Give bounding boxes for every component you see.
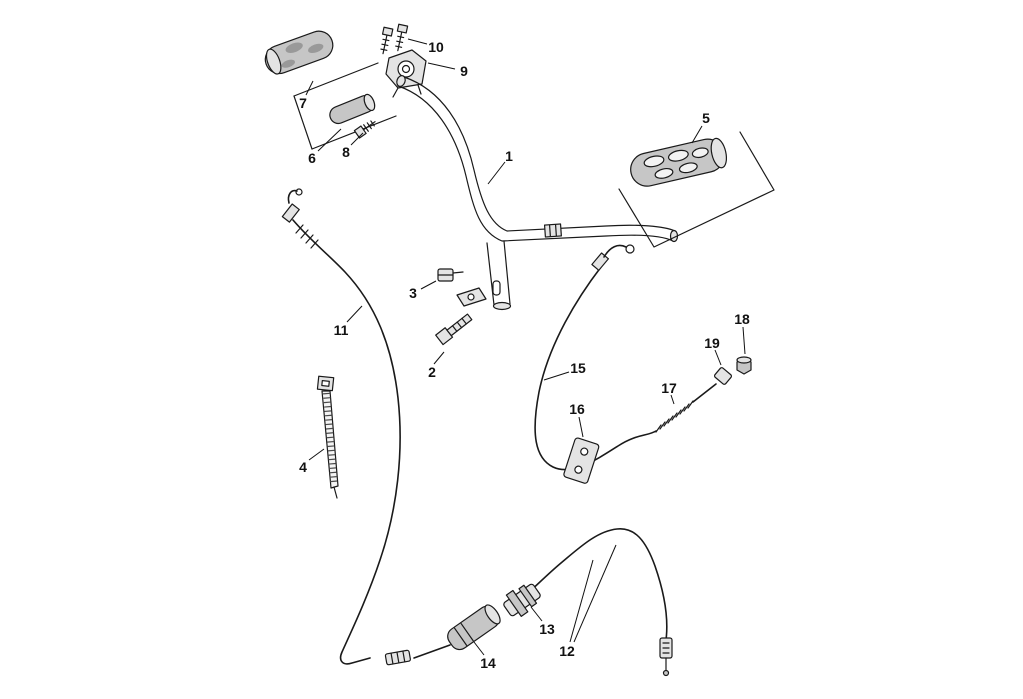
leader-line-part-2 [433,351,445,365]
cable-12 [384,528,673,677]
part-label-8: 8 [342,144,350,160]
leader-line-part-15 [543,371,570,381]
leader-line-part-7 [305,80,314,96]
screws-10 [380,23,409,55]
part-label-2: 2 [428,364,436,380]
adjuster-13 [503,583,541,617]
cable-11 [281,188,401,665]
handlebar [396,75,679,311]
part-label-10: 10 [428,39,444,55]
clamp-3 [437,268,464,282]
spring-17 [655,383,717,433]
part-label-7: 7 [299,95,307,111]
leader-line-part-3 [420,280,437,290]
part-label-16: 16 [569,401,585,417]
leader-line-part-17 [670,394,675,405]
part-label-6: 6 [308,150,316,166]
boot-14 [447,604,501,651]
leader-line-part-13 [530,606,543,622]
leader-line-part-6 [317,128,342,152]
part-label-13: 13 [539,621,555,637]
left-grip [264,30,334,75]
leader-line-part-18 [742,326,746,355]
part-label-17: 17 [661,380,677,396]
throttle-tube [329,93,376,125]
leader-line-part-16 [578,416,584,438]
part-label-9: 9 [460,63,468,79]
frame-lines-right [618,131,775,248]
part-label-14: 14 [480,655,496,671]
leader-line-part-12 [573,544,617,643]
leader-line-part-10 [407,38,428,45]
part-label-5: 5 [702,110,710,126]
leader-line-part-8 [350,132,364,146]
leader-line-part-11 [346,305,363,323]
part-label-19: 19 [704,335,720,351]
leader-line-part-4 [308,448,325,461]
leader-line-part-12 [569,559,594,643]
pin-19 [713,367,733,385]
bracket-16 [563,437,600,484]
part-label-4: 4 [299,459,307,475]
part-label-12: 12 [559,643,575,659]
diagram-artwork [264,23,775,677]
leader-line-part-14 [473,641,485,656]
part-label-1: 1 [505,148,513,164]
leader-line-part-5 [691,125,703,144]
part-label-18: 18 [734,311,750,327]
throttle-housing [385,49,427,98]
right-grip [630,137,728,187]
cable-15 [534,244,657,471]
nut-18 [736,356,752,375]
screw-8 [353,120,376,139]
leader-line-part-9 [427,62,456,70]
cable-tie [316,375,339,499]
bolt-2 [435,287,487,346]
part-label-3: 3 [409,285,417,301]
part-label-15: 15 [570,360,586,376]
part-label-11: 11 [334,322,349,338]
leader-line-part-1 [487,161,506,185]
leader-line-part-19 [714,349,722,366]
